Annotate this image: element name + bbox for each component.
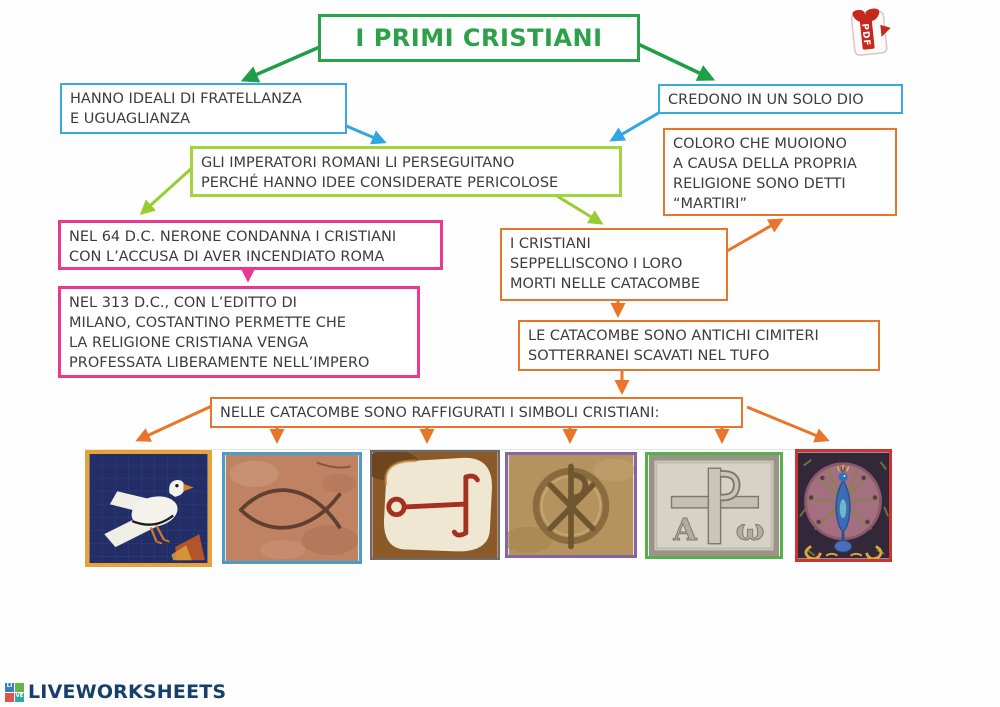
liveworksheets-grid-icon: LI VE	[5, 682, 24, 702]
symbol-image-dove	[85, 450, 212, 567]
svg-text:ω: ω	[736, 513, 765, 548]
dove-mosaic-icon	[89, 454, 208, 563]
pdf-file-icon: PDF	[850, 8, 891, 56]
logo-square-red	[5, 692, 14, 702]
node-title: I PRIMI CRISTIANI	[318, 14, 640, 62]
node-editto: NEL 313 D.C., CON L’EDITTO DI MILANO, CO…	[58, 286, 420, 378]
ichthys-fish-icon	[225, 455, 359, 561]
logo-square-li: LI	[5, 682, 14, 692]
node-martiri: COLORO CHE MUOIONO A CAUSA DELLA PROPRIA…	[663, 128, 897, 216]
svg-text:A: A	[672, 513, 697, 548]
edge-title-to-solo-dio	[637, 42, 716, 81]
edge-ideali-to-imperatori	[343, 123, 387, 145]
liveworksheets-wordmark: LIVEWORKSHEETS	[28, 681, 227, 703]
node-seppelliscono: I CRISTIANI SEPPELLISCONO I LORO MORTI N…	[500, 228, 728, 301]
logo-square-green	[15, 682, 24, 692]
image-row-divider	[85, 449, 892, 450]
page-title: I PRIMI CRISTIANI	[355, 24, 603, 52]
node-catacombe-def: LE CATACOMBE SONO ANTICHI CIMITERI SOTTE…	[518, 320, 880, 371]
logo-square-ve: VE	[15, 692, 24, 702]
edge-imperatori-to-seppelliscono	[556, 194, 604, 225]
node-simboli: NELLE CATACOMBE SONO RAFFIGURATI I SIMBO…	[210, 397, 743, 428]
node-nerone: NEL 64 D.C. NERONE CONDANNA I CRISTIANI …	[58, 220, 443, 270]
edge-seppelliscono-to-martiri	[726, 218, 784, 253]
edge-simboli-to-peacock	[746, 405, 830, 443]
edge-simboli-to-dove	[135, 403, 215, 442]
edge-solo-dio-to-imperatori	[609, 109, 663, 142]
symbol-image-anchor	[370, 450, 500, 560]
node-solo-dio: CREDONO IN UN SOLO DIO	[658, 84, 903, 114]
peacock-icon	[798, 452, 889, 559]
edge-title-to-ideali	[240, 44, 323, 83]
symbol-image-fish	[222, 452, 362, 564]
node-imperatori: GLI IMPERATORI ROMANI LI PERSEGUITANO PE…	[190, 146, 622, 197]
pdf-download-icon[interactable]: PDF	[843, 6, 897, 58]
symbol-image-alpha-omega: A ω	[645, 452, 783, 559]
anchor-icon	[372, 452, 498, 558]
liveworksheets-logo[interactable]: LI VE LIVEWORKSHEETS	[5, 681, 226, 703]
symbol-image-chi-rho	[505, 452, 637, 558]
edge-imperatori-to-nerone	[139, 165, 195, 216]
chi-rho-icon	[508, 455, 634, 555]
symbol-image-peacock	[795, 449, 892, 562]
alpha-omega-cross-icon: A ω	[648, 455, 780, 556]
svg-text:PDF: PDF	[859, 23, 871, 47]
node-ideali: HANNO IDEALI DI FRATELLANZA E UGUAGLIANZ…	[60, 83, 347, 134]
